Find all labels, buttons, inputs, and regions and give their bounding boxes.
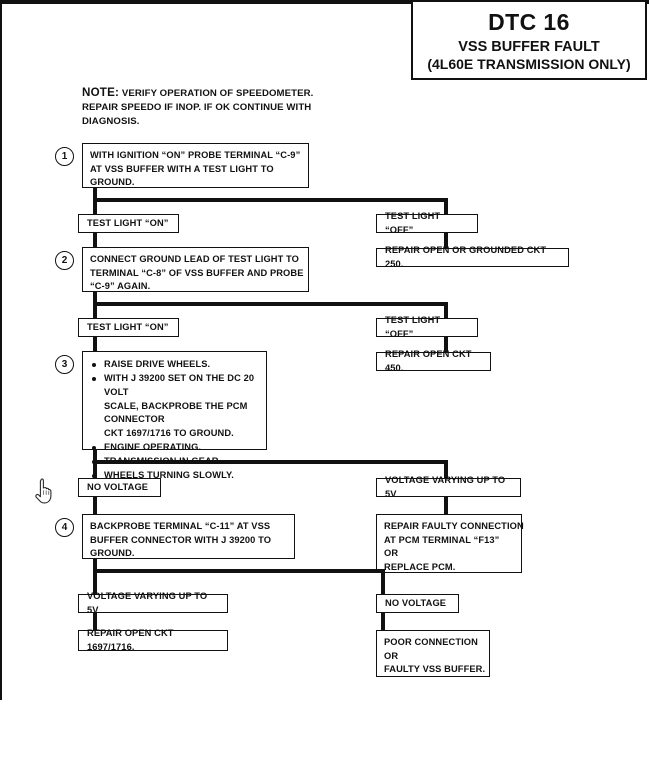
- branch-3-right-result-box: REPAIR FAULTY CONNECTION AT PCM TERMINAL…: [376, 514, 524, 573]
- branch-1-left-label: TEST LIGHT “ON”: [78, 214, 179, 233]
- dtc-header-box: DTC 16 VSS BUFFER FAULT (4L60E TRANSMISS…: [411, 2, 647, 80]
- connector-branch2-right-to-result: [444, 337, 448, 352]
- step-3-bullet-5-text: WHEELS TURNING SLOWLY.: [104, 469, 234, 480]
- connector-branch3-left-to-step4: [93, 497, 97, 514]
- branch-4-right-result-box: POOR CONNECTION OR FAULTY VSS BUFFER.: [376, 630, 490, 677]
- branch-1-right-label: TEST LIGHT “OFF”: [376, 211, 478, 235]
- branch-3-right-result-line-3: OR: [384, 548, 399, 559]
- branch-3-left-label: NO VOLTAGE: [78, 478, 161, 497]
- step-1-line-1: WITH IGNITION “ON” PROBE TERMINAL “C-9”: [90, 150, 301, 160]
- branch-4-right-result-line-1: POOR CONNECTION: [384, 637, 478, 647]
- step-2-line-2: TERMINAL “C-8” OF VSS BUFFER AND PROBE: [90, 267, 304, 278]
- step-3-bullet-1: RAISE DRIVE WHEELS.: [90, 358, 259, 372]
- connector-branch1-left-to-step2: [93, 233, 97, 248]
- branch-4-right-label: NO VOLTAGE: [376, 594, 459, 613]
- note-lead-label: NOTE:: [82, 86, 120, 99]
- connector-branch3-left-drop: [93, 460, 97, 478]
- note-line-1: NOTE: VERIFY OPERATION OF SPEEDOMETER.: [82, 84, 342, 101]
- page-border-top: [0, 0, 649, 4]
- step-1-line-3: GROUND.: [90, 177, 135, 188]
- note-line-2: REPAIR SPEEDO IF INOP. IF OK CONTINUE WI…: [82, 102, 312, 114]
- step-3-bullet-2: WITH J 39200 SET ON THE DC 20 VOLT SCALE…: [90, 372, 259, 441]
- step-3-bullet-3: ENGINE OPERATING.: [90, 441, 259, 455]
- connector-branch1-bar: [93, 198, 448, 202]
- step-3-box: RAISE DRIVE WHEELS. WITH J 39200 SET ON …: [82, 351, 267, 480]
- connector-branch4-left-drop: [93, 569, 97, 594]
- branch-4-left-label: VOLTAGE VARYING UP TO 5V: [78, 591, 228, 615]
- dtc-fault-name: VSS BUFFER FAULT: [458, 39, 600, 56]
- connector-branch3-right-drop: [444, 460, 448, 478]
- page-border-left: [0, 0, 2, 700]
- connector-branch1-right-to-result: [444, 233, 448, 248]
- step-3-bullet-1-text: RAISE DRIVE WHEELS.: [104, 359, 211, 369]
- pointer-hand-cursor: [33, 478, 55, 504]
- diagnostic-note: NOTE: VERIFY OPERATION OF SPEEDOMETER. R…: [82, 84, 342, 130]
- connector-branch3-bar: [93, 460, 448, 464]
- branch-2-right-label: TEST LIGHT “OFF”: [376, 315, 478, 339]
- branch-3-right-result-line-1: REPAIR FAULTY CONNECTION: [384, 521, 524, 531]
- connector-step4-down: [93, 559, 97, 573]
- step-2-line-1: CONNECT GROUND LEAD OF TEST LIGHT TO: [90, 254, 299, 264]
- note-text-1: VERIFY OPERATION OF SPEEDOMETER.: [121, 88, 314, 99]
- step-3-bullet-3-text: ENGINE OPERATING.: [104, 442, 202, 453]
- connector-branch3-right-to-result: [444, 497, 448, 514]
- step-3-bullet-2-text: WITH J 39200 SET ON THE DC 20 VOLT: [104, 372, 255, 397]
- connector-branch1-right-drop: [444, 198, 448, 214]
- connector-step3-down: [93, 450, 97, 464]
- dtc-code: DTC 16: [488, 9, 570, 35]
- branch-2-left-label: TEST LIGHT “ON”: [78, 318, 179, 337]
- branch-4-right-result-line-2: OR: [384, 650, 399, 661]
- connector-branch4-right-to-result: [381, 613, 385, 630]
- step-4-line-2: BUFFER CONNECTOR WITH J 39200 TO: [90, 534, 272, 545]
- step-number-4: 4: [55, 518, 74, 537]
- step-2-box: CONNECT GROUND LEAD OF TEST LIGHT TO TER…: [82, 247, 309, 292]
- step-number-1: 1: [55, 147, 74, 166]
- note-line-3: DIAGNOSIS.: [82, 116, 140, 128]
- connector-branch2-left-to-step3: [93, 337, 97, 352]
- connector-step2-down: [93, 292, 97, 306]
- step-4-box: BACKPROBE TERMINAL “C-11” AT VSS BUFFER …: [82, 514, 295, 559]
- step-4-line-3: GROUND.: [90, 548, 135, 559]
- connector-step1-down: [93, 188, 97, 202]
- step-number-3: 3: [55, 355, 74, 374]
- branch-3-right-result-line-2: AT PCM TERMINAL “F13”: [384, 534, 500, 545]
- step-number-2: 2: [55, 251, 74, 270]
- connector-branch4-bar: [93, 569, 385, 573]
- branch-4-left-result-box: REPAIR OPEN CKT 1697/1716.: [78, 628, 228, 652]
- branch-2-right-result-box: REPAIR OPEN CKT 450.: [376, 349, 491, 373]
- connector-branch2-bar: [93, 302, 448, 306]
- step-1-box: WITH IGNITION “ON” PROBE TERMINAL “C-9” …: [82, 143, 309, 188]
- branch-4-right-result-line-3: FAULTY VSS BUFFER.: [384, 664, 486, 675]
- connector-branch4-right-drop: [381, 569, 385, 594]
- step-1-line-2: AT VSS BUFFER WITH A TEST LIGHT TO: [90, 163, 274, 174]
- branch-1-right-result-box: REPAIR OPEN OR GROUNDED CKT 250.: [376, 245, 569, 269]
- step-3-bullet-2-cont-1: SCALE, BACKPROBE THE PCM CONNECTOR: [104, 400, 248, 425]
- dtc-application: (4L60E TRANSMISSION ONLY): [427, 56, 631, 73]
- step-2-line-3: “C-9” AGAIN.: [90, 281, 151, 292]
- step-4-line-1: BACKPROBE TERMINAL “C-11” AT VSS: [90, 521, 271, 531]
- connector-branch1-left-drop: [93, 198, 97, 214]
- connector-branch4-left-to-result: [93, 613, 97, 630]
- branch-3-right-label: VOLTAGE VARYING UP TO 5V: [376, 475, 521, 499]
- branch-3-right-result-line-4: REPLACE PCM.: [384, 561, 456, 572]
- connector-branch2-right-drop: [444, 302, 448, 318]
- connector-branch2-left-drop: [93, 302, 97, 318]
- step-3-bullet-2-cont-2: CKT 1697/1716 TO GROUND.: [104, 428, 234, 439]
